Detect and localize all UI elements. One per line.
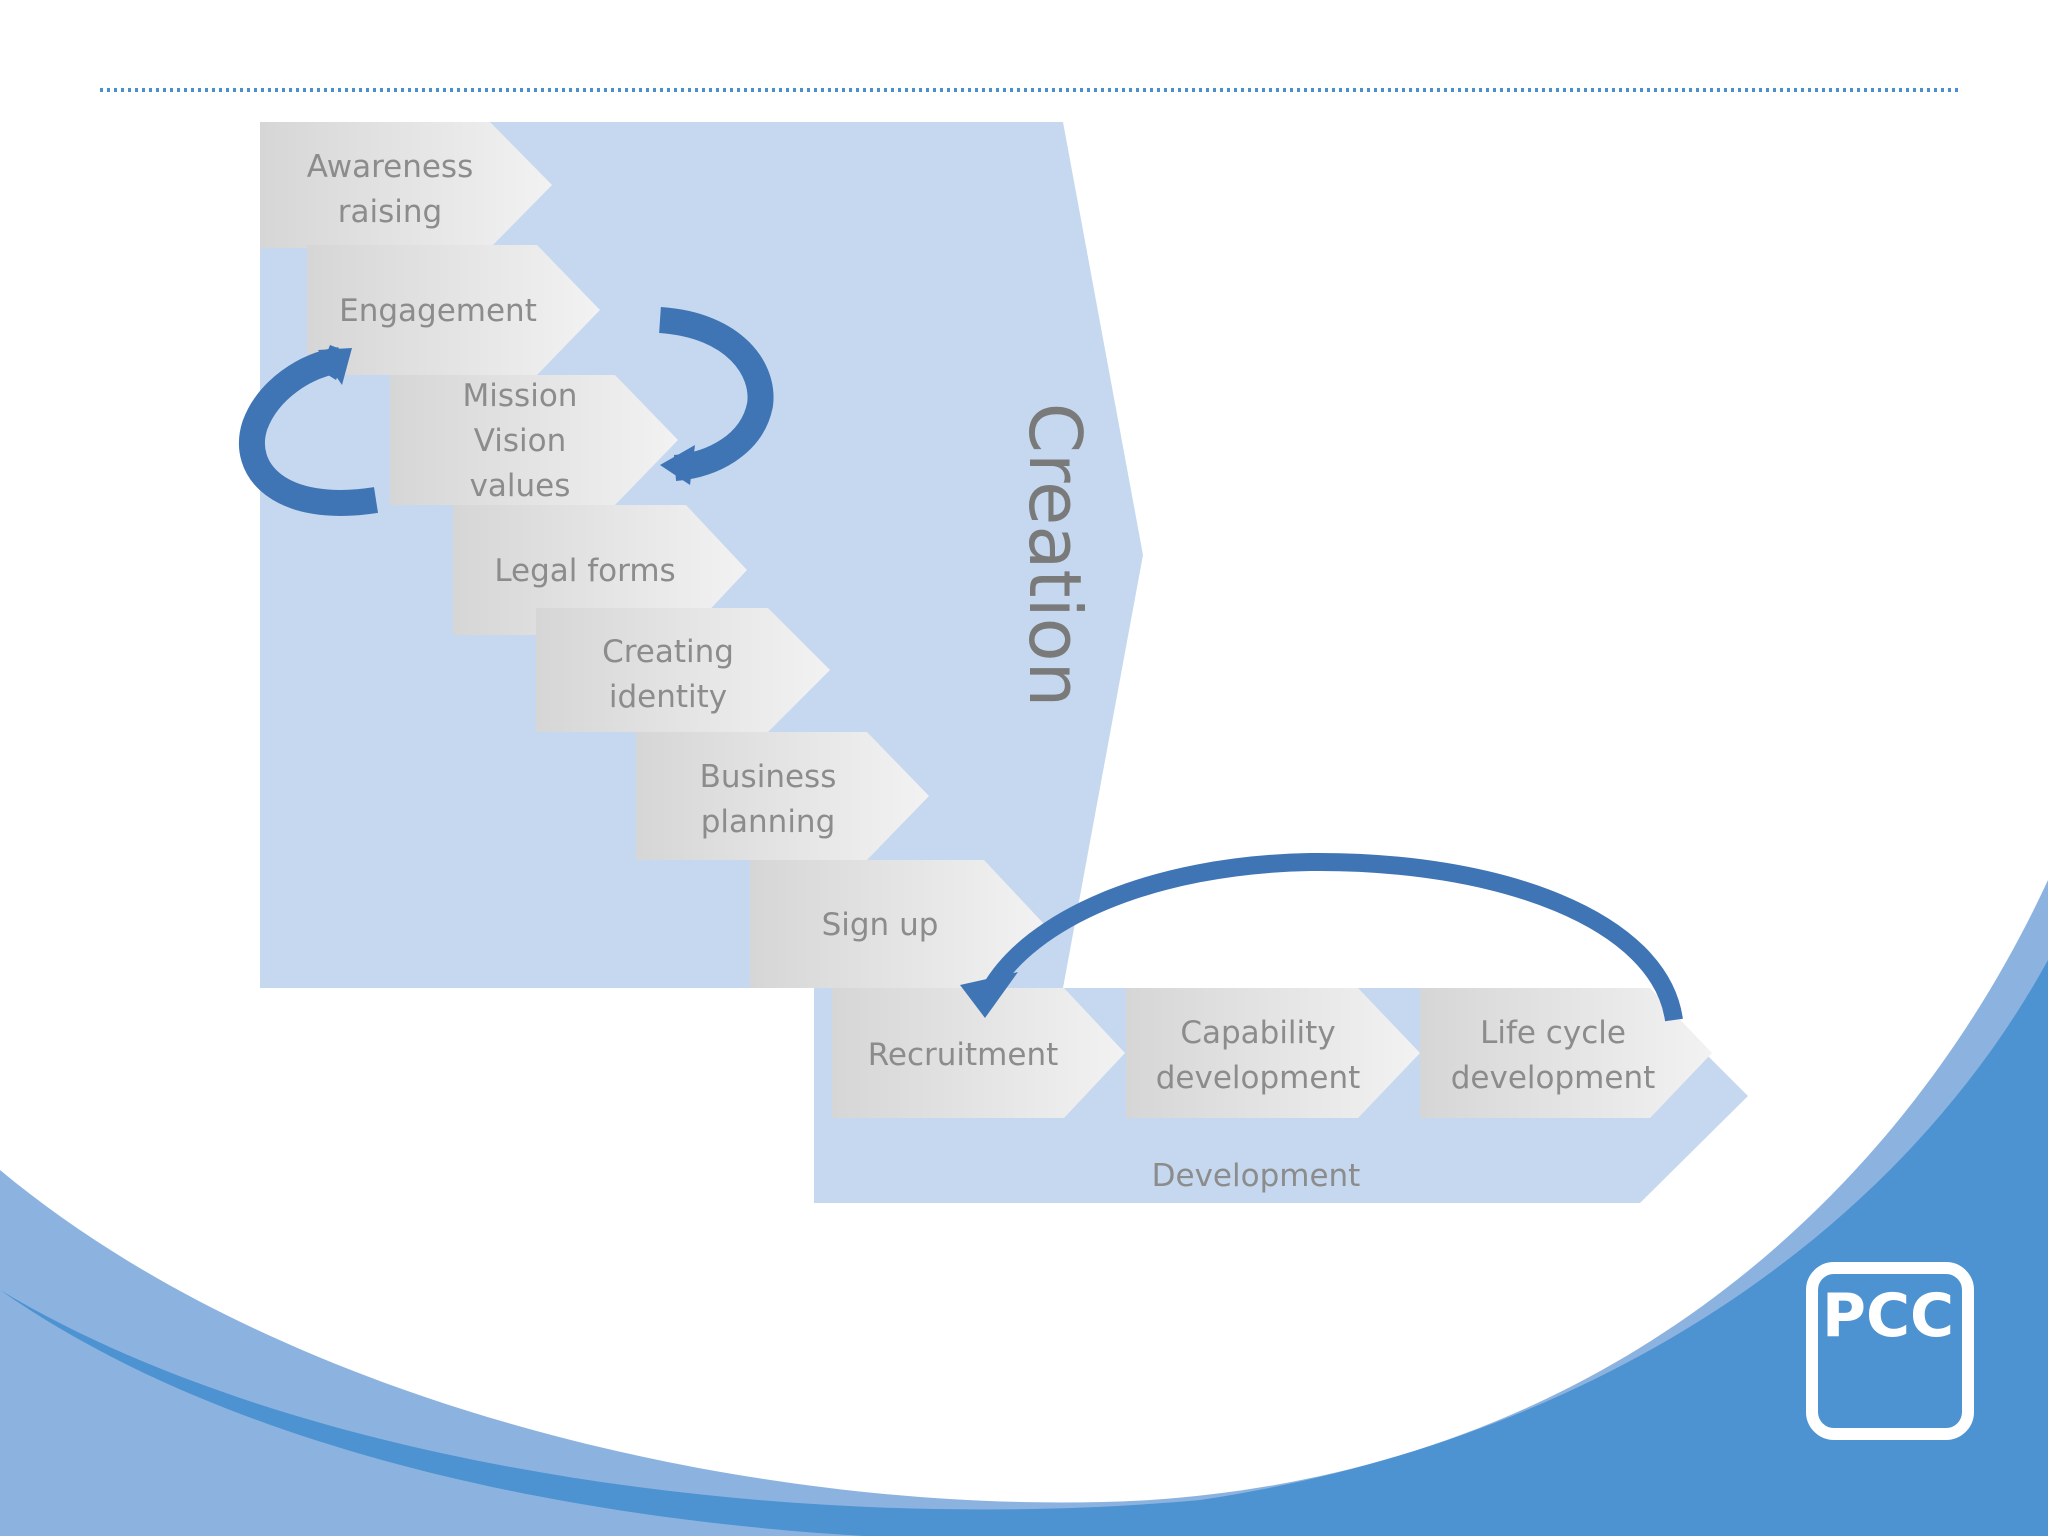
step-label-engagement: Engagement	[339, 293, 537, 329]
development-phase-label: Development	[1152, 1158, 1361, 1194]
background-wave-dark	[0, 960, 2048, 1536]
step-label-mission-line2: Vision	[474, 423, 567, 459]
step-business-planning: Business planning	[636, 732, 929, 860]
step-label-lifecycle-line2: development	[1451, 1060, 1656, 1096]
step-mission-vision-values: Mission Vision values	[390, 375, 678, 505]
step-label-recruitment: Recruitment	[868, 1037, 1059, 1073]
step-label-mission-line3: values	[470, 468, 571, 504]
step-label-sign-up: Sign up	[822, 907, 939, 943]
step-label-legal-forms: Legal forms	[494, 553, 675, 589]
step-capability-development: Capability development	[1126, 988, 1420, 1118]
step-label-business-line1: Business	[700, 759, 837, 795]
step-label-identity-line1: Creating	[602, 634, 734, 670]
step-legal-forms: Legal forms	[453, 505, 747, 635]
pcc-logo: PCC	[1806, 1262, 1974, 1440]
step-label-business-line2: planning	[701, 804, 836, 840]
step-awareness-raising: Awareness raising	[260, 122, 552, 248]
cycle-arrow-right	[658, 307, 774, 485]
step-label-awareness-line2: raising	[338, 194, 442, 230]
step-label-awareness-line1: Awareness	[307, 149, 473, 185]
step-label-capability-line1: Capability	[1180, 1015, 1335, 1051]
step-sign-up: Sign up	[750, 860, 1044, 988]
step-label-identity-line2: identity	[609, 679, 727, 715]
step-label-capability-line2: development	[1156, 1060, 1361, 1096]
step-label-lifecycle-line1: Life cycle	[1480, 1015, 1626, 1051]
step-creating-identity: Creating identity	[536, 608, 830, 732]
step-label-mission-line1: Mission	[463, 378, 578, 414]
pcc-logo-text: PCC	[1822, 1281, 1954, 1351]
step-engagement: Engagement	[307, 245, 600, 375]
step-life-cycle-development: Life cycle development	[1420, 988, 1712, 1118]
step-recruitment: Recruitment	[832, 988, 1125, 1118]
return-arc-arrow	[960, 852, 1683, 1022]
cycle-arrow-left	[238, 345, 379, 516]
creation-phase-label: Creation	[1013, 403, 1097, 708]
